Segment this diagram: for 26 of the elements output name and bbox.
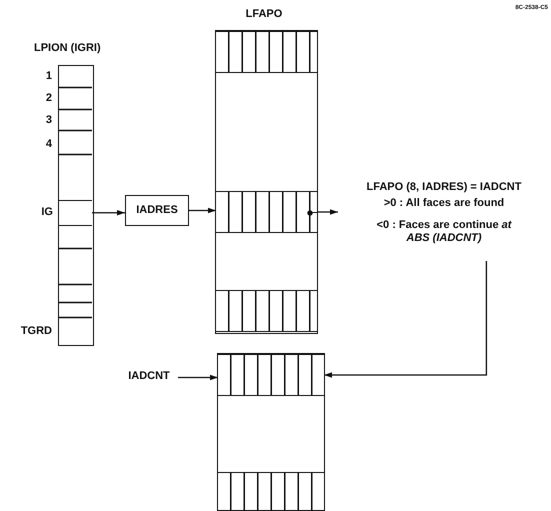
variable-label: IADCNT (120, 370, 178, 385)
row-label: 1 (44, 70, 52, 83)
row-label: TGRD (20, 325, 52, 338)
condition-text: <0 : Faces are continue at ABS (IADCNT) (376, 219, 512, 245)
arrow (189, 208, 216, 214)
memory-array (217, 353, 325, 511)
row-label: IG (40, 206, 53, 219)
arrow (92, 210, 125, 216)
equation-text: LFAPO (8, IADRES) = IADCNT (366, 181, 522, 194)
condition-text: >0 : All faces are found (382, 197, 506, 210)
hatched-band (216, 31, 317, 73)
arrow (324, 261, 488, 378)
hatched-band (218, 472, 324, 511)
arrow (317, 209, 338, 215)
array-heading: LPION (IGRI) (34, 42, 101, 55)
row-label: 4 (44, 138, 52, 151)
arrow (178, 374, 218, 380)
array-heading: LFAPO (244, 8, 284, 21)
array-cell (59, 200, 92, 226)
row-label: 3 (44, 114, 52, 127)
hatched-band (218, 354, 324, 396)
hatched-band (216, 191, 317, 233)
variable-name: IADRES (136, 204, 178, 217)
hatched-band (216, 290, 317, 332)
row-label: 2 (44, 92, 52, 105)
process-box (125, 195, 189, 226)
